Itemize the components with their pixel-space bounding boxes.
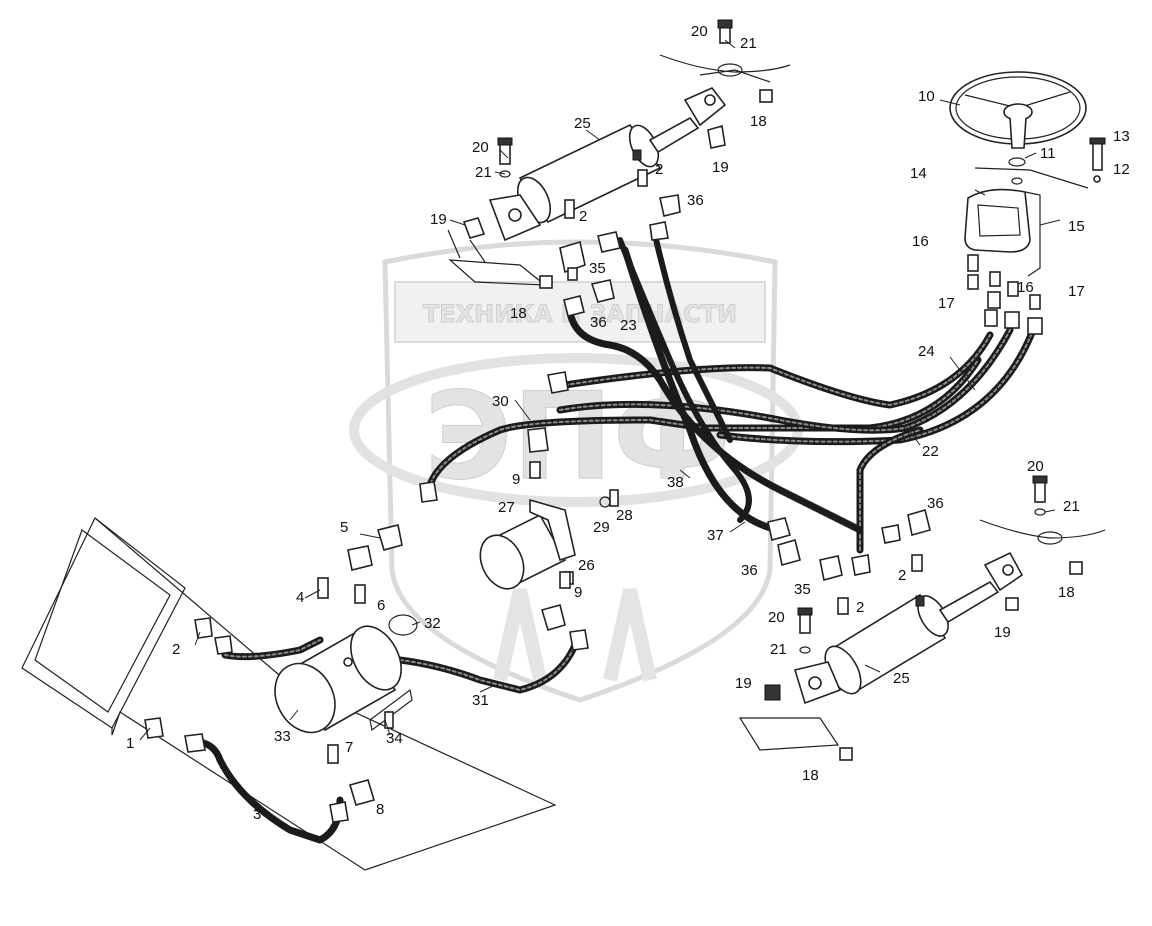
label-35: 35: [794, 581, 811, 598]
label-20: 20: [768, 609, 785, 626]
label-20: 20: [472, 139, 489, 156]
label-26: 26: [578, 557, 595, 574]
label-22: 22: [922, 443, 939, 460]
label-16: 16: [912, 233, 929, 250]
cylinder-bottom: [738, 519, 1106, 751]
label-3: 3: [253, 806, 261, 823]
label-29: 29: [593, 519, 610, 536]
label-21: 21: [475, 164, 492, 181]
hoses: [196, 232, 1039, 844]
label-32: 32: [424, 615, 441, 632]
cylinder-top: [447, 19, 791, 286]
label-21: 21: [770, 641, 787, 658]
label-8: 8: [376, 801, 384, 818]
label-13: 13: [1113, 128, 1130, 145]
label-10: 10: [918, 88, 935, 105]
watermark-logo: ЭПФ: [424, 368, 732, 507]
label-4: 4: [296, 589, 304, 606]
label-17: 17: [938, 295, 955, 312]
label-21: 21: [740, 35, 757, 52]
label-16: 16: [1017, 279, 1034, 296]
label-20: 20: [691, 23, 708, 40]
label-15: 15: [1068, 218, 1085, 235]
label-11: 11: [1040, 145, 1056, 162]
label-38: 38: [667, 474, 684, 491]
label-7: 7: [345, 739, 353, 756]
label-2: 2: [655, 161, 663, 178]
part-labels: 20 21 18 25 19 20 21 2 2 36 19 35 18 36 …: [126, 23, 1130, 823]
filter: [479, 489, 619, 590]
leader-lines: [139, 39, 1061, 819]
steering-unit: [964, 137, 1106, 277]
label-27: 27: [498, 499, 515, 516]
label-14: 14: [910, 165, 927, 182]
label-19: 19: [994, 624, 1011, 641]
label-28: 28: [616, 507, 633, 524]
watermark: ТЕХНИКА И ЗАПЧАСТИ ЭПФ: [349, 239, 803, 703]
label-25: 25: [893, 670, 910, 687]
label-19: 19: [430, 211, 447, 228]
label-24: 24: [918, 343, 935, 360]
label-2: 2: [579, 208, 587, 225]
label-25: 25: [574, 115, 591, 132]
steering-wheel: [949, 71, 1089, 189]
label-34: 34: [386, 730, 403, 747]
label-19: 19: [735, 675, 752, 692]
label-35: 35: [589, 260, 606, 277]
label-20: 20: [1027, 458, 1044, 475]
label-30: 30: [492, 393, 509, 410]
label-2: 2: [856, 599, 864, 616]
label-37: 37: [707, 527, 724, 544]
label-18: 18: [750, 113, 767, 130]
label-9: 9: [574, 584, 582, 601]
label-36: 36: [590, 314, 607, 331]
label-18: 18: [1058, 584, 1075, 601]
label-23: 23: [620, 317, 637, 334]
label-36: 36: [741, 562, 758, 579]
label-33: 33: [274, 728, 291, 745]
label-18: 18: [510, 305, 527, 322]
label-31: 31: [472, 692, 489, 709]
tank: [274, 614, 418, 734]
label-9: 9: [512, 471, 520, 488]
label-1: 1: [126, 735, 134, 752]
label-2: 2: [172, 641, 180, 658]
label-6: 6: [377, 597, 385, 614]
label-5: 5: [340, 519, 348, 536]
label-36: 36: [927, 495, 944, 512]
label-19: 19: [712, 159, 729, 176]
label-2: 2: [898, 567, 906, 584]
label-21: 21: [1063, 498, 1080, 515]
fittings: [144, 89, 1083, 823]
label-12: 12: [1113, 161, 1130, 178]
label-18: 18: [802, 767, 819, 784]
label-17: 17: [1068, 283, 1085, 300]
label-36: 36: [687, 192, 704, 209]
